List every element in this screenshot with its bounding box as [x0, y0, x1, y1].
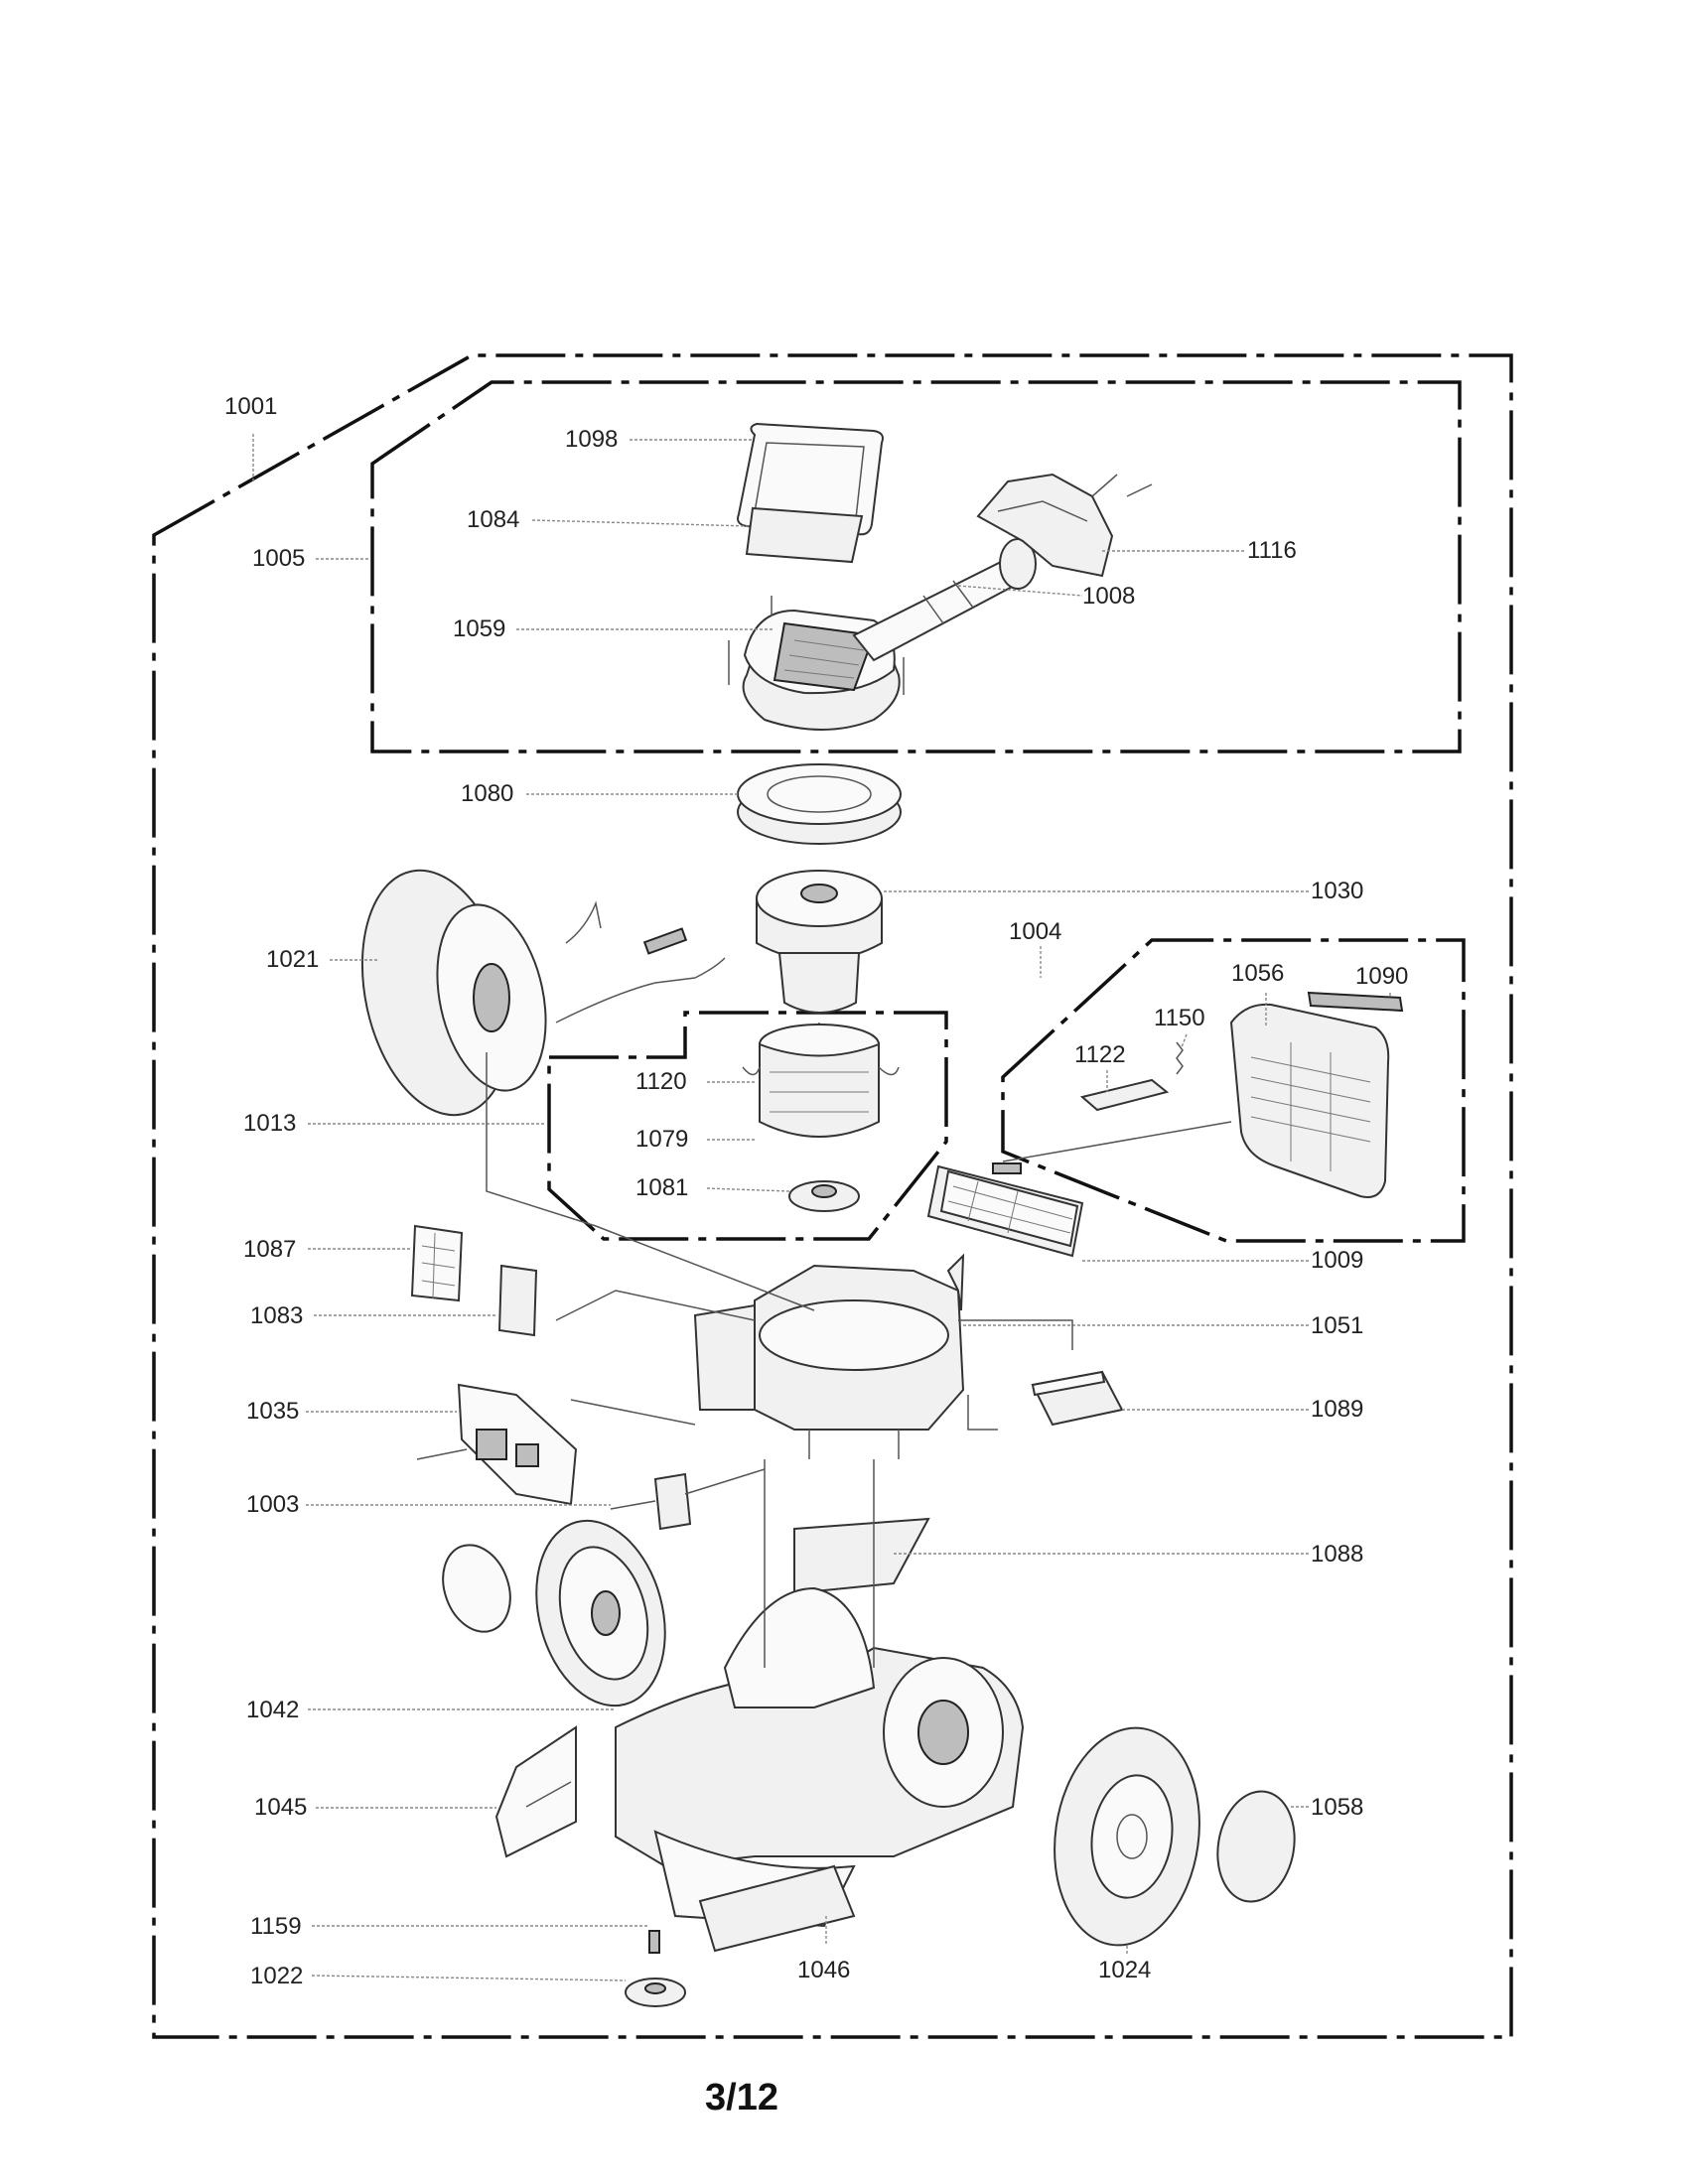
part-1024-rear-wheel: [1054, 1726, 1200, 1947]
part-1009-hepa-filter: [926, 1162, 1084, 1258]
part-1150-spring: [1176, 1041, 1184, 1075]
part-1046-bumper: [698, 1864, 856, 1953]
callout-1090: 1090: [1355, 963, 1408, 990]
part-1088-pad: [793, 1517, 930, 1595]
callout-1005: 1005: [252, 545, 305, 572]
callout-1116: 1116: [1247, 537, 1297, 564]
part-small-wheel-cap: [442, 1544, 511, 1633]
assembly-1001-boundary: [152, 353, 1513, 2039]
callout-1024: 1024: [1098, 1957, 1151, 1983]
callout-1004: 1004: [1009, 918, 1061, 945]
callout-1089: 1089: [1311, 1396, 1363, 1423]
callout-1083: 1083: [250, 1302, 303, 1329]
part-1090-strip: [1307, 991, 1404, 1013]
part-1056-grille-cover: [1229, 1003, 1390, 1198]
callout-1046: 1046: [797, 1957, 850, 1983]
callout-1056: 1056: [1231, 960, 1284, 987]
part-1116-handle-grip: [976, 473, 1153, 578]
callout-1022: 1022: [250, 1963, 303, 1989]
callout-1051: 1051: [1311, 1312, 1363, 1339]
callout-1021: 1021: [266, 946, 319, 973]
callout-1003: 1003: [246, 1491, 299, 1518]
callout-1013: 1013: [243, 1110, 296, 1137]
part-1003-switch: [610, 1472, 692, 1531]
callout-1088: 1088: [1311, 1541, 1363, 1568]
callout-labels: 1001 1005 1098 1084 1059 1116 1008 1080 …: [224, 393, 1408, 1989]
assembly-1004-boundary: [1001, 938, 1466, 1243]
callout-1030: 1030: [1311, 878, 1363, 904]
callout-1058: 1058: [1311, 1794, 1363, 1821]
part-1045-side-cover: [494, 1725, 577, 1858]
callout-1120: 1120: [635, 1068, 687, 1095]
part-left-wheel: [535, 1519, 666, 1707]
part-1035-control-board: [416, 1383, 578, 1506]
page-number: 3/12: [705, 2077, 778, 2118]
callout-1081: 1081: [635, 1174, 688, 1201]
part-1051-main-housing: [693, 1253, 965, 1459]
part-1059-cover: [728, 596, 905, 731]
part-1122-latch: [1079, 1078, 1170, 1112]
callout-1059: 1059: [453, 615, 505, 642]
part-1021-cord-reel: [360, 869, 726, 1117]
callout-1122: 1122: [1074, 1041, 1126, 1068]
callout-1080: 1080: [461, 780, 513, 807]
part-1030-motor: [756, 870, 883, 1052]
callout-1098: 1098: [565, 426, 618, 453]
part-1008-handle-tube: [852, 538, 1037, 662]
part-1079-filter-frame: [742, 1066, 900, 1076]
part-1081-filter-base: [788, 1180, 860, 1212]
callout-1042: 1042: [246, 1697, 299, 1723]
part-1089-pad: [1031, 1370, 1124, 1427]
callout-1045: 1045: [254, 1794, 307, 1821]
callout-1087: 1087: [243, 1236, 296, 1263]
assembly-1013-boundary: [547, 1011, 948, 1241]
part-1084-filter-pad: [745, 506, 864, 564]
part-1120-filter-mesh: [759, 1024, 880, 1138]
callout-1084: 1084: [467, 506, 519, 533]
callout-1001: 1001: [224, 393, 277, 420]
callout-1009: 1009: [1311, 1247, 1363, 1274]
leader-lines: [252, 434, 1391, 1981]
callout-1159: 1159: [250, 1913, 302, 1940]
assembly-1005-boundary: [370, 380, 1462, 753]
part-1080-filter-ring: [737, 763, 902, 845]
callout-1008: 1008: [1082, 583, 1135, 610]
callout-1150: 1150: [1154, 1005, 1205, 1031]
callout-1035: 1035: [246, 1398, 299, 1425]
part-1022-caster: [625, 1978, 686, 2007]
callout-1079: 1079: [635, 1126, 688, 1153]
part-1159-screw: [648, 1930, 660, 1954]
part-1058-wheel-cap: [1216, 1790, 1296, 1903]
part-1087-grille: [410, 1224, 464, 1302]
part-1083-filter-pad: [497, 1264, 538, 1337]
